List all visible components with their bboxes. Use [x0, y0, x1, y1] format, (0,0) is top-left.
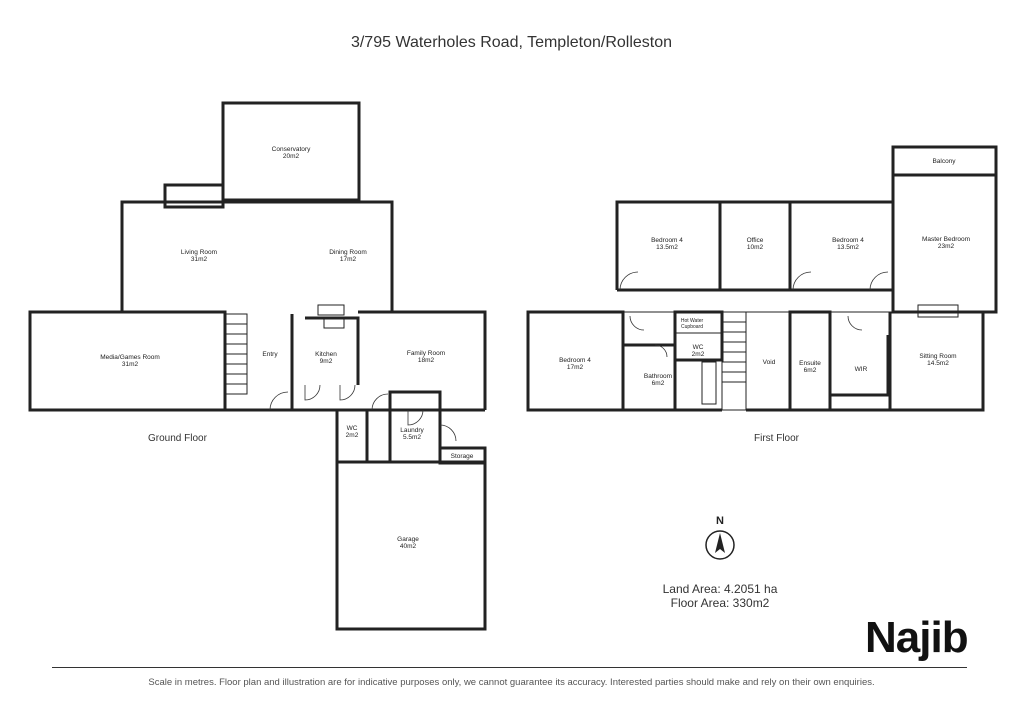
master-door: [869, 271, 889, 291]
conservatory-area: 20m2: [283, 153, 300, 160]
bed4b-door: [792, 271, 812, 291]
family-room-walls: [358, 310, 487, 410]
sitting-window: [917, 304, 959, 318]
dining-label: Dining Room: [329, 249, 367, 256]
ff-wc-label: WC: [693, 344, 704, 351]
hwc-label: Hot Water: [681, 318, 704, 324]
wir-door: [847, 315, 863, 331]
bed4c-label: Bedroom 4: [559, 357, 591, 364]
family-area: 18m2: [418, 357, 435, 364]
footer-divider: [52, 667, 967, 668]
disclaimer: Scale in metres. Floor plan and illustra…: [148, 677, 875, 688]
office-area: 10m2: [747, 244, 764, 251]
bed4c-door: [629, 315, 645, 331]
laundry-door-2: [407, 409, 424, 426]
wir-walls: [830, 335, 890, 397]
bathroom-door: [654, 344, 668, 358]
living-area: 31m2: [191, 256, 208, 263]
wir-label: WIR: [855, 366, 868, 373]
entry-door: [269, 391, 289, 411]
bath-tub: [701, 361, 717, 405]
compass-arrow-icon: [705, 530, 735, 560]
ground-floor-labels: Conservatory 20m2 Living Room 31m2 Dinin…: [100, 146, 474, 550]
ensuite-area: 6m2: [804, 367, 817, 374]
sitting-room-walls: [830, 310, 985, 412]
void-label: Void: [763, 359, 776, 366]
land-area: Land Area: 4.2051 ha: [662, 582, 778, 596]
ensuite-label: Ensuite: [799, 360, 821, 367]
hwc-label-2: Cupboard: [681, 324, 703, 330]
kitchen-bench: [305, 316, 360, 385]
family-door: [371, 393, 389, 411]
first-floor-plan: [526, 145, 998, 412]
first-floor-label: First Floor: [754, 433, 799, 444]
ground-floor-label: Ground Floor: [148, 433, 207, 444]
laundry-label: Laundry: [400, 427, 424, 434]
conservatory-label: Conservatory: [272, 146, 311, 153]
kitchen-label: Kitchen: [315, 351, 337, 358]
master-label: Master Bedroom: [922, 236, 970, 243]
bed4b-label: Bedroom 4: [832, 237, 864, 244]
family-label: Family Room: [407, 350, 445, 357]
bathroom-walls: [621, 343, 677, 412]
garage-label: Garage: [397, 536, 419, 543]
bed4c-area: 17m2: [567, 364, 584, 371]
bathroom-label: Bathroom: [644, 373, 672, 380]
page-title: 3/795 Waterholes Road, Templeton/Rollest…: [350, 34, 673, 51]
garage-walls: [335, 460, 487, 631]
ff-wc-area: 2m2: [692, 351, 705, 358]
bathroom-area: 6m2: [652, 380, 665, 387]
ground-floor-plan: [28, 101, 487, 631]
kitchen-door-2: [339, 384, 356, 401]
laundry-door: [439, 424, 457, 442]
bed4b-area: 13.5m2: [837, 244, 859, 251]
kitchen-sink: [317, 304, 345, 316]
living-label: Living Room: [181, 249, 217, 256]
kitchen-cooktop: [323, 317, 345, 329]
sitting-area: 14.5m2: [927, 360, 949, 367]
property-info: Land Area: 4.2051 ha Floor Area: 330m2: [640, 582, 800, 610]
laundry-area: 5.5m2: [403, 434, 421, 441]
compass: N: [700, 515, 740, 565]
bed4a-area: 13.5m2: [656, 244, 678, 251]
entry-label: Entry: [262, 351, 278, 358]
dining-area: 17m2: [340, 256, 357, 263]
balcony-label: Balcony: [932, 158, 956, 165]
office-label: Office: [747, 237, 764, 244]
garage-area: 40m2: [400, 543, 417, 550]
wc-area: 2m2: [346, 432, 359, 439]
wc-label: WC: [347, 425, 358, 432]
kitchen-door: [304, 384, 321, 401]
living-dining-walls: [120, 200, 394, 312]
storage-label: Storage: [451, 453, 474, 460]
kitchen-area: 9m2: [320, 358, 333, 365]
fireplace-box: [163, 183, 225, 209]
ensuite-walls: [788, 310, 832, 412]
compass-north-label: N: [716, 515, 724, 527]
media-area: 31m2: [122, 361, 139, 368]
first-floor-labels: Balcony Bedroom 4 13.5m2 Office 10m2 Bed…: [559, 158, 970, 387]
brand-logo: Najib: [865, 613, 969, 662]
bed4a-label: Bedroom 4: [651, 237, 683, 244]
media-label: Media/Games Room: [100, 354, 160, 361]
conservatory-walls: [221, 101, 361, 202]
floor-area: Floor Area: 330m2: [670, 596, 770, 610]
bed4a-door: [619, 271, 639, 291]
first-floor-stairs: [721, 311, 747, 411]
upper-rooms-top: [615, 200, 893, 290]
master-area: 23m2: [938, 243, 955, 250]
sitting-label: Sitting Room: [919, 353, 956, 360]
